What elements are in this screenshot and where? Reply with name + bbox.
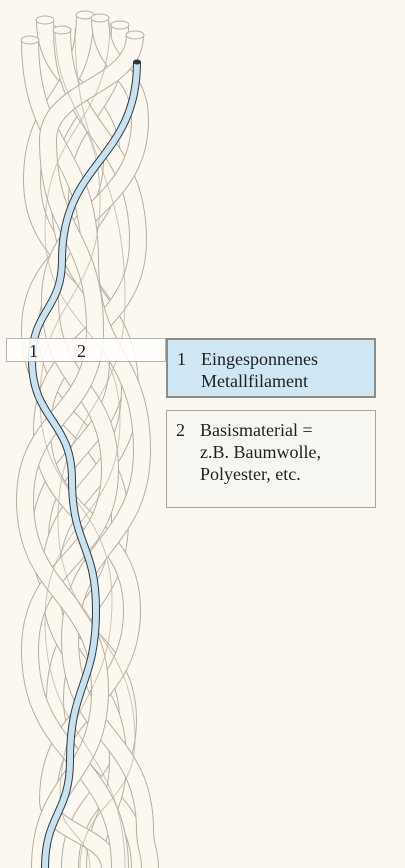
legend-1-index: 1 (177, 348, 186, 370)
strand-end-1 (36, 16, 54, 24)
metal-filament-end (133, 60, 141, 65)
base-material-strands (25, 15, 150, 868)
strand-end-3 (111, 21, 129, 29)
strand-end-5 (91, 14, 109, 22)
legend-2-index: 2 (176, 419, 185, 441)
legend-1-text: Eingesponnenes Metallfilament (201, 348, 318, 392)
marker-2-label: 2 (77, 340, 86, 362)
strand-end-7 (126, 31, 144, 39)
marker-strip: 1 2 (6, 338, 166, 362)
legend-base-material: 2 Basismaterial = z.B. Baumwolle, Polyes… (166, 410, 376, 508)
strand-end-6 (21, 36, 39, 44)
strand-end-4 (53, 26, 71, 34)
marker-1-label: 1 (29, 340, 38, 362)
legend-2-text: Basismaterial = z.B. Baumwolle, Polyeste… (200, 419, 321, 485)
legend-metal-filament: 1 Eingesponnenes Metallfilament (166, 338, 376, 398)
